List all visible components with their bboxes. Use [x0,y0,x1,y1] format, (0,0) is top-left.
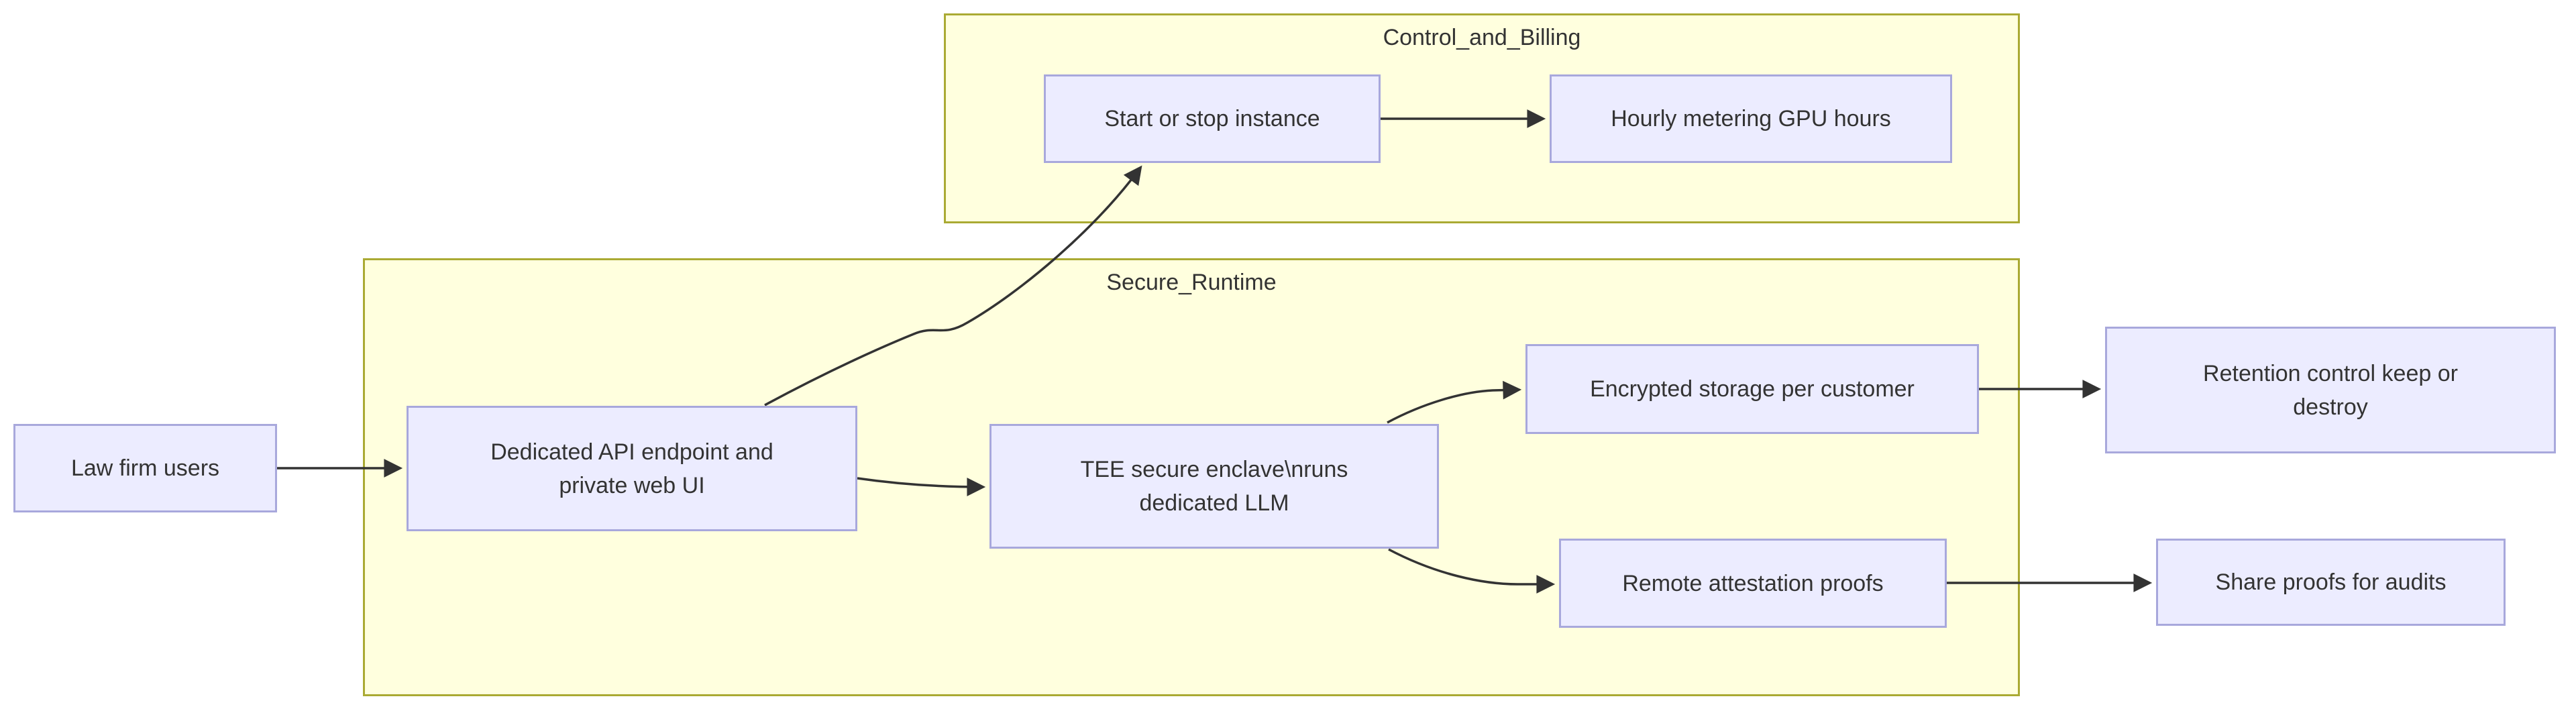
node-dedicated-api-endpoint-label-line1: Dedicated API endpoint and [490,439,773,465]
node-share-proofs-for-audits-label: Share proofs for audits [2215,569,2447,595]
node-hourly-metering-gpu-hours: Hourly metering GPU hours [1550,74,1952,163]
node-dedicated-api-endpoint: Dedicated API endpoint and private web U… [407,406,857,531]
edge-tee-to-rem [1388,548,1556,594]
node-retention-control: Retention control keep or destroy [2105,327,2556,453]
node-dedicated-api-endpoint-label-line2: private web UI [559,472,705,498]
node-start-or-stop-instance: Start or stop instance [1044,74,1381,163]
subgraph-control-and-billing-label: Control_and_Billing [1383,25,1581,50]
edge-api-to-tee [857,477,986,496]
node-remote-attestation-proofs-label: Remote attestation proofs [1622,570,1884,596]
node-retention-control-label-line2: destroy [2293,394,2368,420]
edge-api-to-start [764,165,1142,406]
node-law-firm-users: Law firm users [13,424,277,512]
node-hourly-metering-gpu-hours-label: Hourly metering GPU hours [1611,106,1891,131]
node-encrypted-storage-per-customer: Encrypted storage per customer [1525,344,1979,434]
node-retention-control-label-line1: Retention control keep or [2203,360,2458,386]
node-tee-secure-enclave-label-line1: TEE secure enclave\nruns [1080,457,1348,482]
subgraph-secure-runtime-label: Secure_Runtime [1106,270,1277,295]
node-start-or-stop-instance-label: Start or stop instance [1104,106,1320,131]
node-law-firm-users-label: Law firm users [70,455,220,481]
node-encrypted-storage-per-customer-label: Encrypted storage per customer [1590,376,1915,402]
node-remote-attestation-proofs: Remote attestation proofs [1559,539,1947,628]
node-tee-secure-enclave: TEE secure enclave\nruns dedicated LLM [989,424,1439,549]
node-share-proofs-for-audits: Share proofs for audits [2156,539,2506,626]
edge-tee-to-enc [1387,380,1522,424]
node-tee-secure-enclave-label-line2: dedicated LLM [1139,490,1289,516]
